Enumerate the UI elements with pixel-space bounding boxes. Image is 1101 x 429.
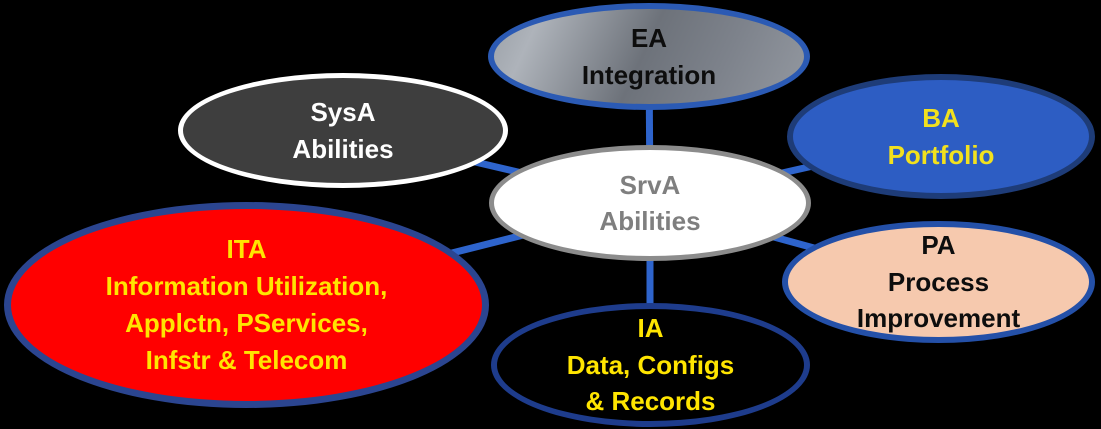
- node-ea: EA Integration: [488, 3, 810, 110]
- node-ba-line-1: BA: [922, 103, 960, 134]
- node-srva-center: SrvA Abilities: [489, 145, 811, 261]
- node-sysa-line-1: SysA: [310, 97, 376, 128]
- node-sysa-line-2: Abilities: [292, 133, 394, 164]
- node-ia-line-1: IA: [637, 313, 664, 344]
- node-ba-line-2: Portfolio: [887, 139, 995, 170]
- node-ita-line-2: Information Utilization,: [105, 271, 388, 302]
- node-ba: BA Portfolio: [787, 74, 1095, 199]
- node-srva-line-1: SrvA: [619, 169, 681, 200]
- node-ita-line-3: Applctn, PServices,: [125, 308, 368, 338]
- node-ea-line-1: EA: [630, 23, 668, 54]
- node-srva-line-2: Abilities: [599, 206, 701, 236]
- node-pa-line-3: Improvement: [856, 303, 1021, 334]
- node-ita-line-4: Infstr & Telecom: [145, 344, 348, 375]
- node-ia: IA Data, Configs & Records: [491, 303, 810, 427]
- node-ita: ITA Information Utilization, Applctn, PS…: [4, 202, 489, 408]
- node-pa: PA Process Improvement: [782, 221, 1095, 343]
- node-pa-line-2: Process: [887, 266, 990, 297]
- node-ea-line-2: Integration: [581, 59, 717, 90]
- node-sysa: SysA Abilities: [178, 73, 508, 188]
- node-ia-line-2: Data, Configs: [566, 349, 735, 380]
- node-pa-line-1: PA: [921, 230, 956, 261]
- node-ia-line-3: & Records: [585, 386, 716, 417]
- node-ita-line-1: ITA: [226, 234, 267, 265]
